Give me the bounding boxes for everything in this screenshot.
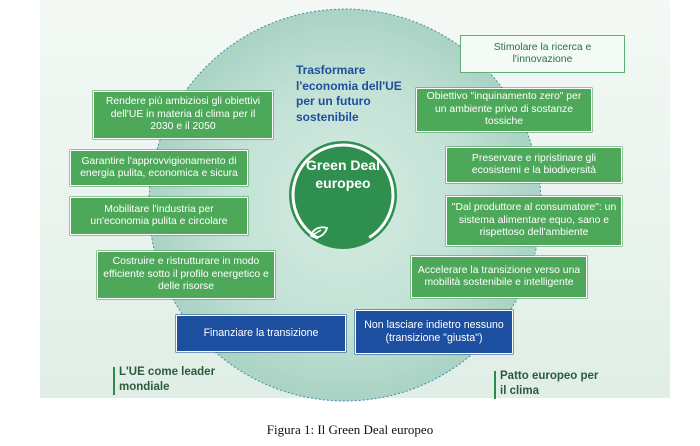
corner-right-text: Patto europeo per il clima: [500, 370, 599, 397]
bottom-item-just-transition: Non lasciare indietro nessuno (transizio…: [355, 310, 513, 354]
diagram-title: Trasformare l'economia dell'UE per un fu…: [296, 63, 402, 124]
center-label: Green Deal europeo: [306, 157, 380, 191]
center-ring-fill: [289, 141, 397, 249]
left-item-industry: Mobilitare l'industria per un'economia p…: [70, 197, 248, 235]
right-item-farm-to-fork: "Dal produttore al consumatore": un sist…: [446, 196, 622, 246]
figure-caption: Figura 1: Il Green Deal europeo: [266, 422, 434, 437]
corner-accent-bar: [494, 371, 496, 399]
right-item-mobility: Accelerare la transizione verso una mobi…: [411, 256, 587, 298]
bottom-item-financing: Finanziare la transizione: [176, 315, 346, 352]
top-right-item-research: Stimolare la ricerca e l'innovazione: [460, 35, 625, 73]
right-item-biodiversity: Preservare e ripristinare gli ecosistemi…: [446, 147, 622, 183]
corner-left-text: L'UE come leader mondiale: [119, 366, 216, 393]
left-item-buildings: Costruire e ristrutturare in modo effici…: [97, 251, 275, 299]
right-item-zero-pollution: Obiettivo "inquinamento zero" per un amb…: [416, 88, 592, 132]
center-ring-stroke: [291, 143, 395, 247]
left-item-climate-goals: Rendere più ambiziosi gli obiettivi dell…: [93, 91, 273, 139]
corner-accent-bar: [113, 367, 115, 395]
corner-label-world-leader: L'UE come leader mondiale: [113, 365, 239, 395]
leaf-icon: [309, 226, 329, 239]
left-item-clean-energy: Garantire l'approvvigionamento di energi…: [70, 150, 248, 186]
corner-label-climate-pact: Patto europeo per il clima: [494, 369, 600, 399]
